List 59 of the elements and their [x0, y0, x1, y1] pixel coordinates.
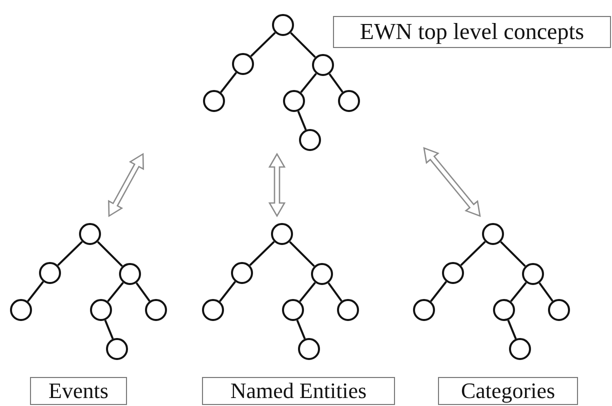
label-box: EWN top level concepts — [333, 16, 611, 48]
tree-node-circle — [106, 338, 128, 360]
tree-node-circle — [90, 299, 112, 321]
tree-node-circle — [337, 299, 359, 321]
tree-branch-line — [219, 281, 236, 302]
label-box: Categories — [438, 377, 578, 405]
tree-node-circle — [10, 299, 32, 321]
tree-node-circle — [442, 262, 464, 284]
tree-node-circle — [413, 299, 435, 321]
tree-branch-line — [296, 320, 306, 340]
tree-node-circle — [298, 338, 320, 360]
tree-branch-line — [297, 110, 307, 130]
tree-node-circle — [299, 129, 321, 151]
tree-branch-line — [27, 281, 44, 302]
tree-node-circle — [145, 299, 167, 321]
tree-node-circle — [548, 299, 570, 321]
tree-node-circle — [202, 299, 224, 321]
double-headed-arrow — [268, 152, 286, 218]
tree-node-circle — [203, 90, 225, 112]
tree-branch-line — [460, 240, 486, 266]
tree-node-circle — [39, 262, 61, 284]
tree-branch-line — [220, 72, 237, 93]
tree-branch-line — [250, 32, 276, 58]
tree-branch-line — [507, 320, 517, 340]
tree-node-circle — [311, 263, 333, 285]
tree-branch-line — [136, 282, 150, 302]
tree-branch-line — [500, 241, 526, 267]
tree-branch-line — [328, 73, 344, 93]
tree-node-circle — [338, 90, 360, 112]
tree-node-circle — [272, 14, 294, 36]
tree-node-circle — [509, 338, 531, 360]
tree-node-circle — [493, 299, 515, 321]
label-box: Named Entities — [202, 377, 395, 405]
tree-node-circle — [312, 54, 334, 76]
tree-branch-line — [249, 240, 275, 266]
tree-node-circle — [119, 263, 141, 285]
tree-branch-line — [538, 282, 554, 302]
tree-node-circle — [482, 223, 504, 245]
tree-branch-line — [57, 240, 83, 266]
double-headed-arrow — [108, 152, 144, 218]
tree-node-circle — [232, 53, 254, 75]
tree-node-circle — [282, 299, 304, 321]
tree-branch-line — [328, 282, 342, 302]
label-box: Events — [30, 377, 127, 405]
tree-branch-line — [510, 282, 527, 302]
tree-node-circle — [231, 262, 253, 284]
tree-branch-line — [107, 282, 124, 302]
tree-branch-line — [97, 241, 123, 267]
double-headed-arrow — [423, 147, 481, 217]
tree-branch-line — [430, 281, 447, 302]
tree-branch-line — [300, 72, 317, 94]
tree-branch-line — [290, 32, 316, 58]
tree-node-circle — [79, 223, 101, 245]
tree-branch-line — [104, 320, 114, 340]
tree-branch-line — [299, 282, 316, 302]
tree-node-circle — [522, 263, 544, 285]
tree-node-circle — [283, 90, 305, 112]
tree-node-circle — [271, 223, 293, 245]
tree-branch-line — [289, 241, 315, 267]
